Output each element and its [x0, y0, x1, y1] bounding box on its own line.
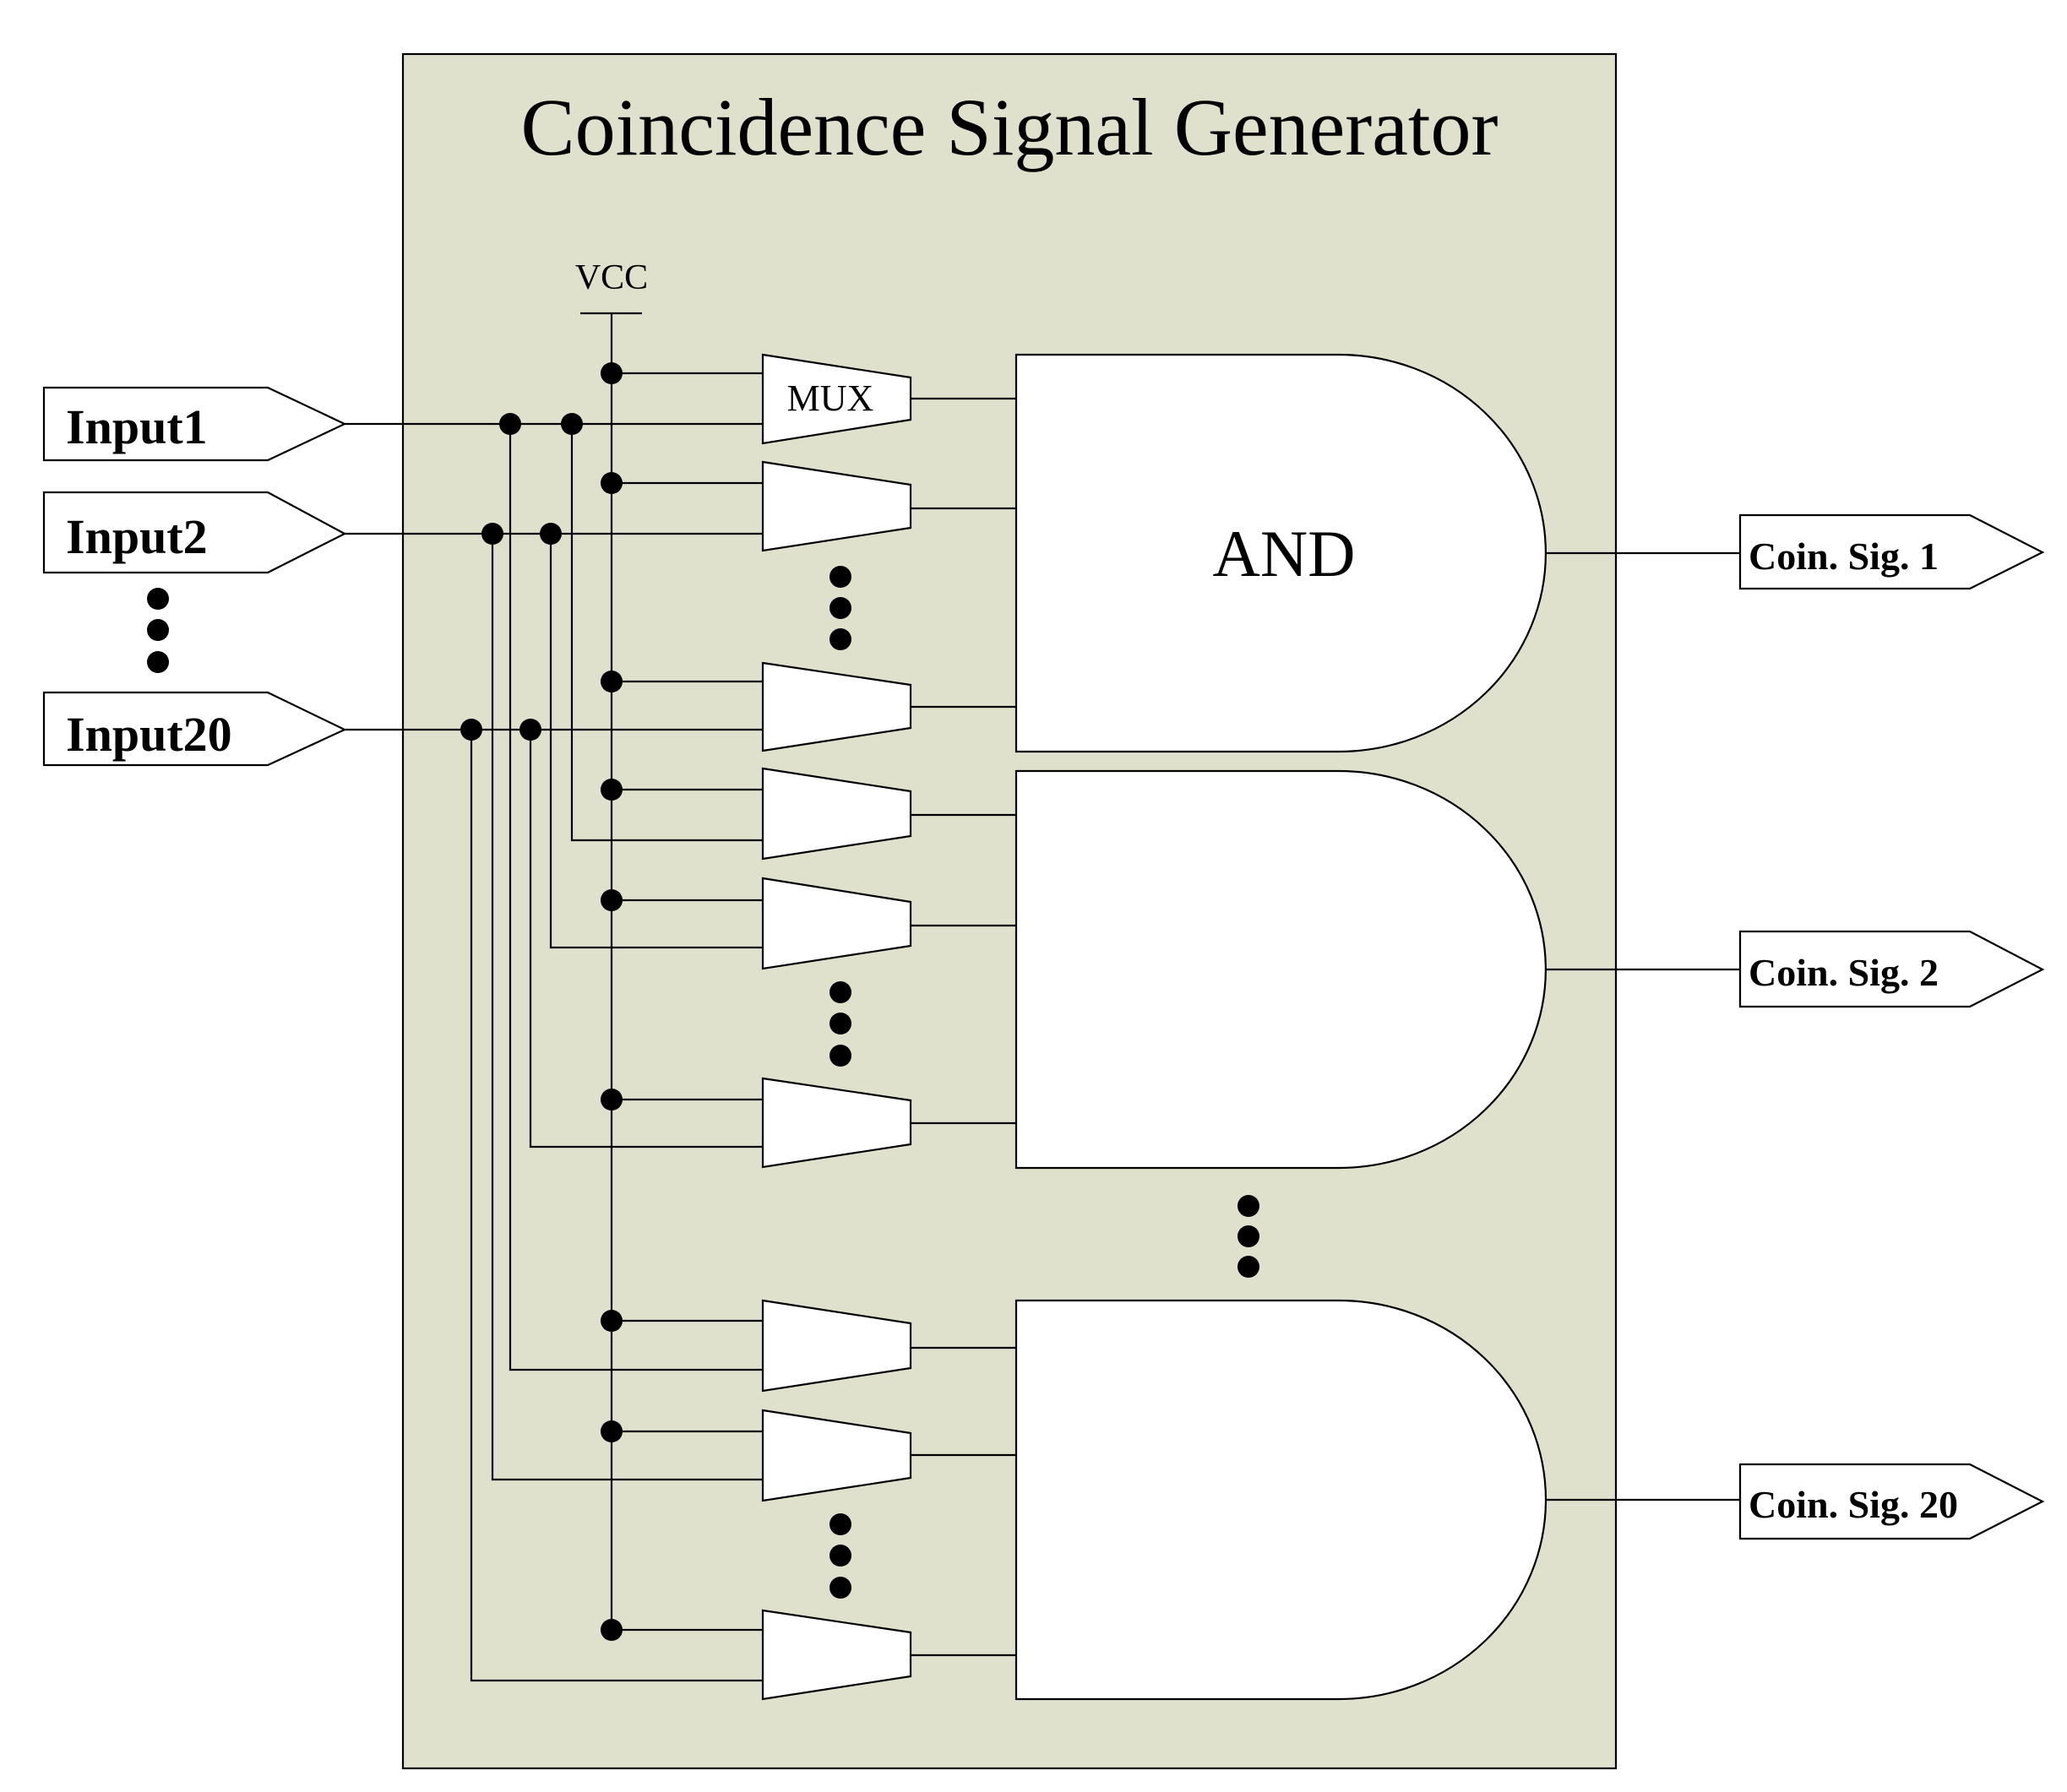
input-port-1-label: Input1 — [66, 399, 208, 454]
vcc-branches — [612, 372, 763, 1632]
mux-group-20 — [761, 1299, 912, 1701]
mux-ellipsis-20 — [830, 1513, 851, 1599]
output-port-20-label: Coin. Sig. 20 — [1749, 1483, 1958, 1526]
input-port-20: Input20 — [42, 691, 347, 767]
input-port-2-label: Input2 — [66, 509, 208, 564]
mux-output-wires — [911, 397, 1016, 1657]
vcc-junctions — [601, 362, 623, 1641]
mux — [761, 661, 912, 752]
and-gate-1 — [1014, 353, 1548, 753]
mux — [761, 877, 912, 970]
and-gate-2 — [1014, 769, 1548, 1170]
vcc-label: VCC — [575, 258, 648, 297]
mux-ellipsis-2 — [830, 981, 851, 1067]
gate-ellipsis — [1237, 1195, 1259, 1278]
output-port-20: Coin. Sig. 20 — [1738, 1463, 2045, 1540]
and-gate-label: AND — [1213, 517, 1356, 590]
mux-group-1: MUX — [761, 353, 912, 752]
mux-label: MUX — [787, 377, 874, 419]
output-port-2-label: Coin. Sig. 2 — [1749, 951, 1939, 994]
output-port-2: Coin. Sig. 2 — [1738, 930, 2045, 1008]
input-ellipsis — [147, 588, 169, 673]
mux — [761, 460, 912, 552]
and-gate-20 — [1014, 1299, 1548, 1701]
mux-group-2 — [761, 767, 912, 1169]
mux — [761, 1409, 912, 1502]
input-port-1: Input1 — [42, 386, 347, 462]
input-port-2: Input2 — [42, 491, 347, 574]
mux — [761, 353, 912, 445]
input-port-20-label: Input20 — [66, 707, 232, 762]
input-taps — [470, 424, 763, 1682]
mux — [761, 1077, 912, 1169]
mux — [761, 1299, 912, 1393]
block-title: Coincidence Signal Generator — [521, 82, 1499, 172]
output-port-1-label: Coin. Sig. 1 — [1749, 535, 1939, 578]
output-port-1: Coin. Sig. 1 — [1738, 513, 2045, 590]
input-junctions — [460, 413, 583, 741]
mux — [761, 1609, 912, 1701]
mux-ellipsis-1 — [830, 566, 851, 650]
mux — [761, 767, 912, 861]
